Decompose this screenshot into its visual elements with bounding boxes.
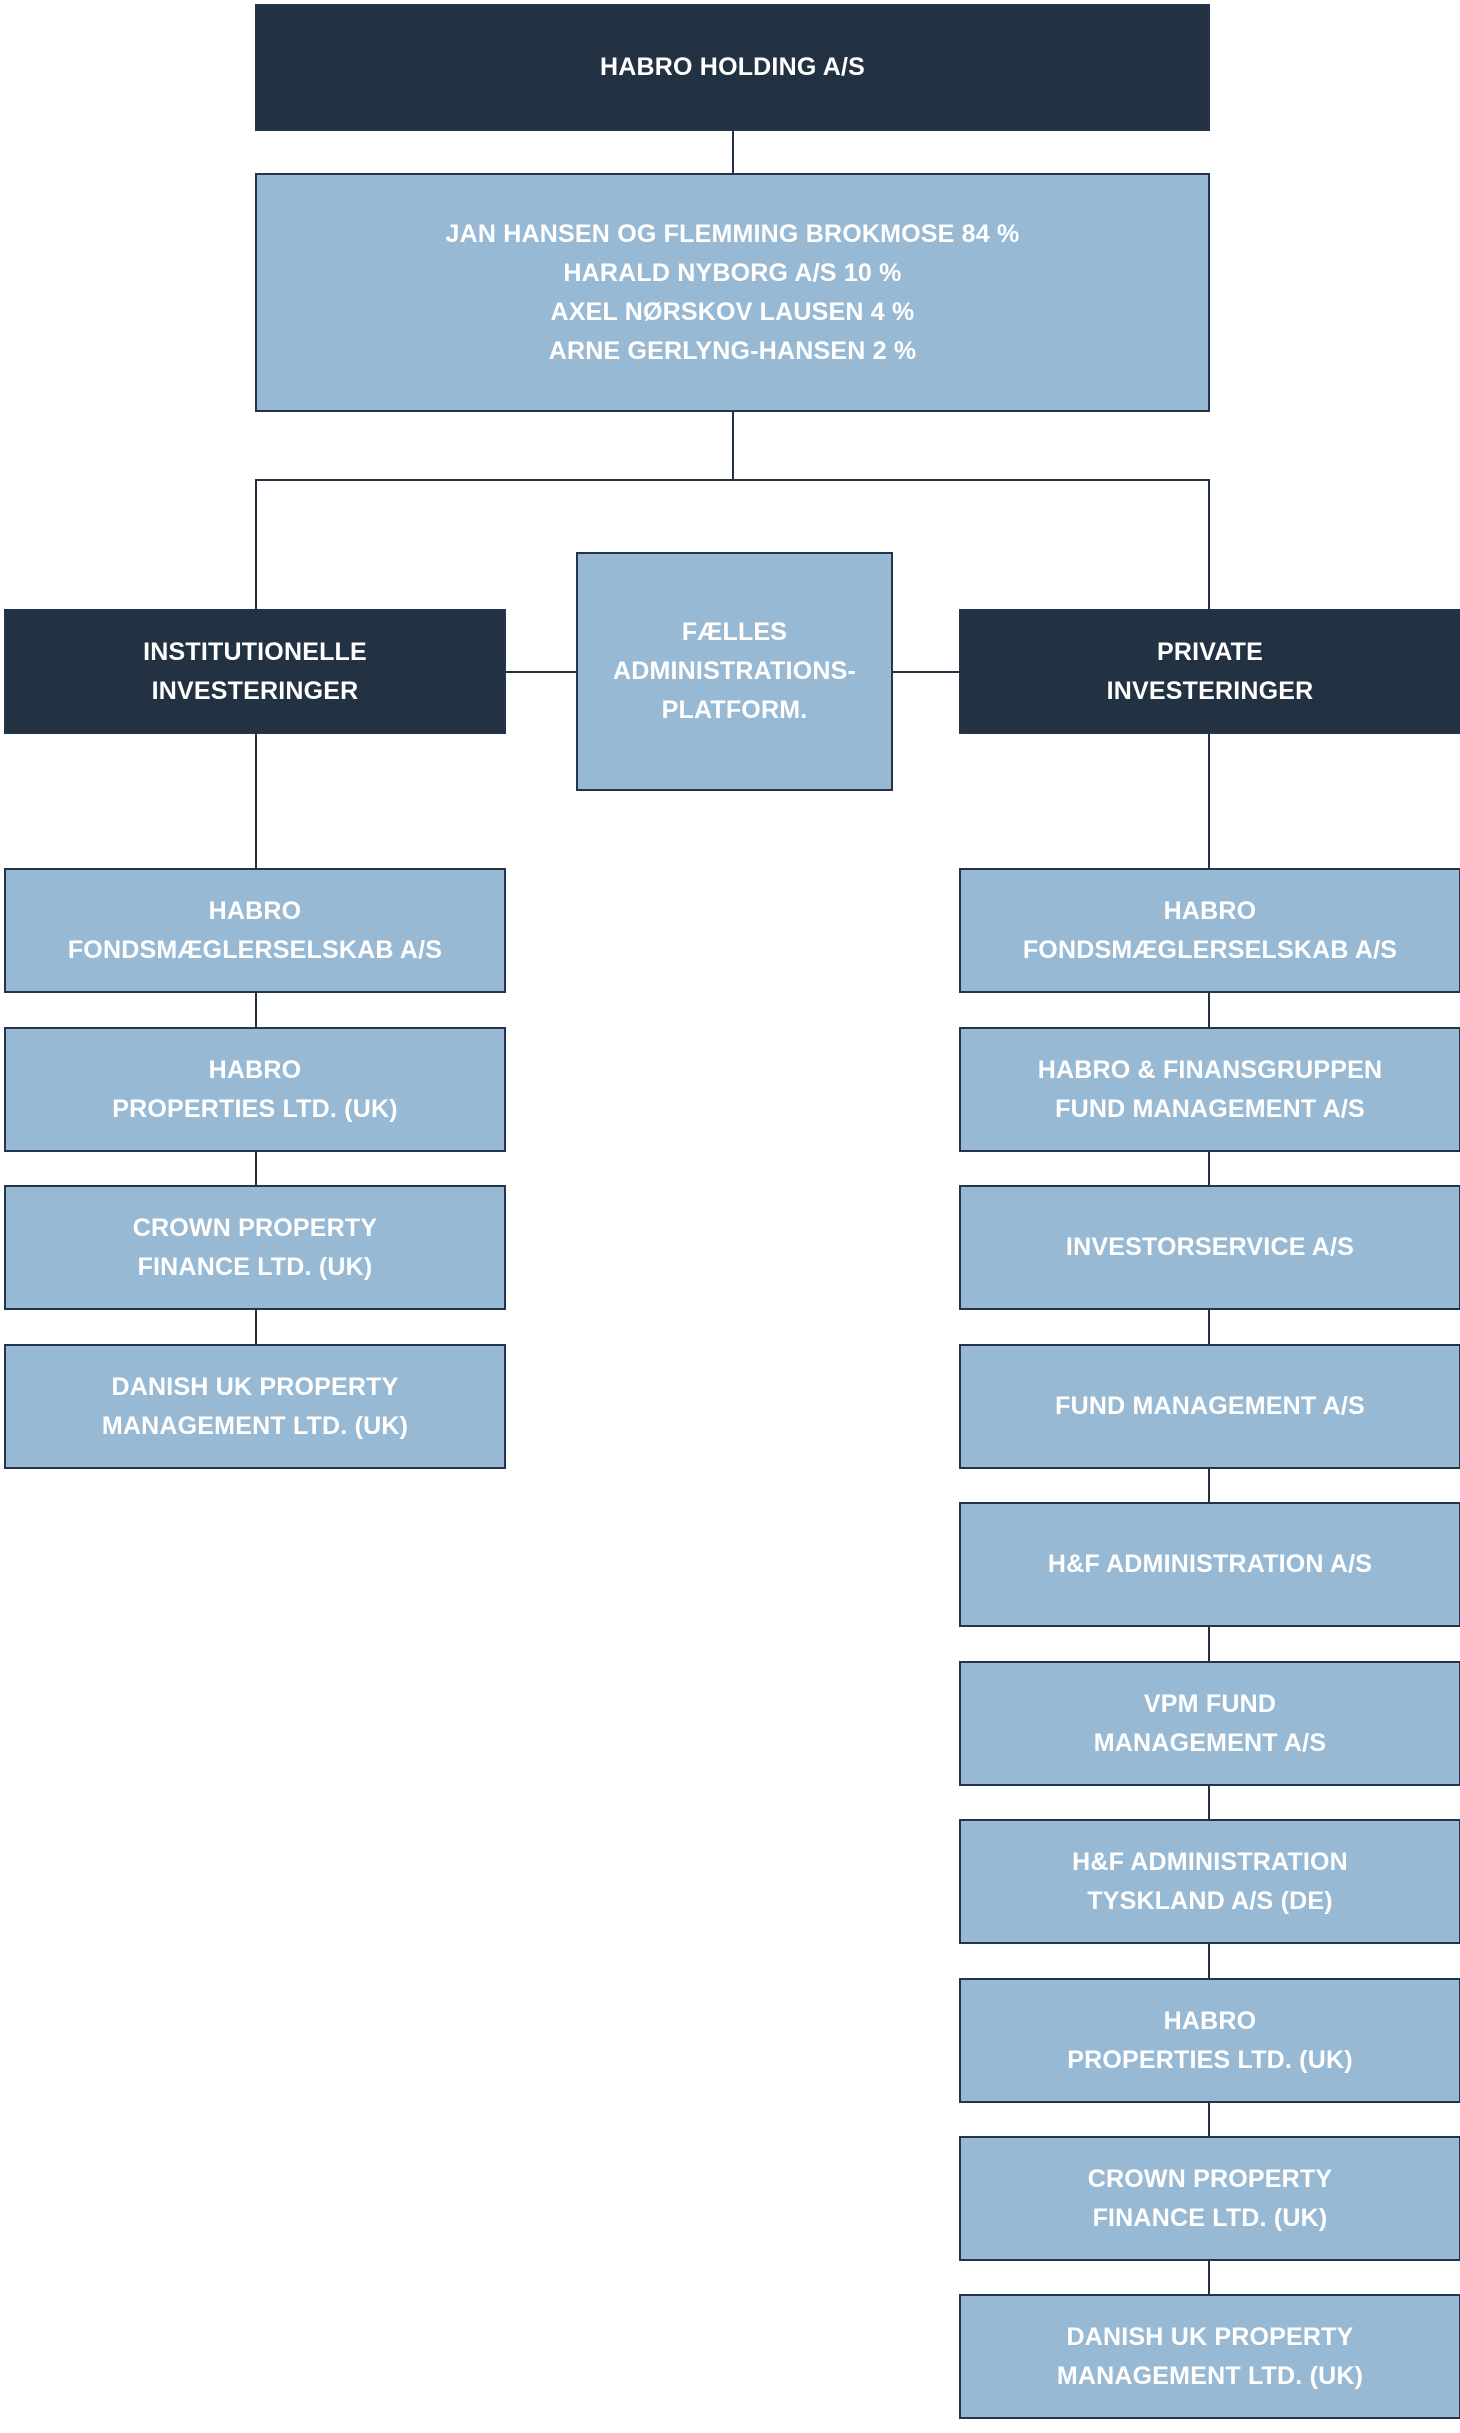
company-label-line: H&F ADMINISTRATION A/S bbox=[1047, 1550, 1373, 1578]
owner-line: AXEL NØRSKOV LAUSEN 4 % bbox=[550, 297, 915, 326]
private-company-box: DANISH UK PROPERTY MANAGEMENT LTD. (UK) bbox=[959, 2294, 1460, 2419]
company-label-line: DANISH UK PROPERTY bbox=[111, 1372, 399, 1401]
connector-institutional-to-platform bbox=[506, 671, 576, 673]
company-label-line: TYSKLAND A/S (DE) bbox=[1087, 1886, 1333, 1915]
company-label-line: HABRO bbox=[1163, 2006, 1257, 2035]
company-label-line: INVESTORSERVICE A/S bbox=[1065, 1233, 1355, 1261]
company-label-line: FUND MANAGEMENT A/S bbox=[1055, 1094, 1365, 1123]
company-label-line: MANAGEMENT A/S bbox=[1093, 1728, 1327, 1757]
company-label-line: DANISH UK PROPERTY bbox=[1066, 2322, 1354, 2351]
connector-branch-to-private bbox=[1208, 479, 1210, 609]
company-label-line: PROPERTIES LTD. (UK) bbox=[112, 1094, 398, 1123]
private-company-box: H&F ADMINISTRATION A/S bbox=[959, 1502, 1460, 1627]
company-label-line: HABRO bbox=[1163, 896, 1257, 925]
shared-platform-label-line: ADMINISTRATIONS- bbox=[613, 657, 856, 685]
private-company-box: HABRO FONDSMÆGLERSELSKAB A/S bbox=[959, 868, 1460, 993]
institutional-label-line: INVESTERINGER bbox=[151, 676, 359, 705]
institutional-investments-box: INSTITUTIONELLE INVESTERINGER bbox=[4, 609, 506, 734]
owner-line: JAN HANSEN OG FLEMMING BROKMOSE 84 % bbox=[445, 219, 1020, 248]
private-company-box: INVESTORSERVICE A/S bbox=[959, 1185, 1460, 1310]
connector-branch-to-institutional bbox=[255, 479, 257, 609]
company-label-line: FONDSMÆGLERSELSKAB A/S bbox=[1022, 935, 1398, 964]
company-label-line: CROWN PROPERTY bbox=[132, 1213, 378, 1242]
connector-branch-horizontal bbox=[255, 479, 1210, 481]
owner-line: ARNE GERLYNG-HANSEN 2 % bbox=[548, 336, 917, 365]
connector-top-to-owners bbox=[732, 131, 734, 173]
company-label-line: MANAGEMENT LTD. (UK) bbox=[101, 1411, 409, 1440]
institutional-company-box: HABRO PROPERTIES LTD. (UK) bbox=[4, 1027, 506, 1152]
company-label-line: MANAGEMENT LTD. (UK) bbox=[1056, 2361, 1364, 2390]
holding-company-box: HABRO HOLDING A/S bbox=[255, 4, 1210, 131]
shared-platform-label-line: FÆLLES bbox=[681, 618, 788, 646]
company-label-line: HABRO & FINANSGRUPPEN bbox=[1037, 1055, 1383, 1084]
shared-platform-label-line: PLATFORM. bbox=[661, 696, 808, 724]
private-company-box: VPM FUND MANAGEMENT A/S bbox=[959, 1661, 1460, 1786]
connector-owners-to-branch bbox=[732, 412, 734, 480]
private-company-box: CROWN PROPERTY FINANCE LTD. (UK) bbox=[959, 2136, 1460, 2261]
institutional-company-box: DANISH UK PROPERTY MANAGEMENT LTD. (UK) bbox=[4, 1344, 506, 1469]
connector-platform-to-private bbox=[893, 671, 959, 673]
company-label-line: HABRO bbox=[208, 1055, 302, 1084]
private-company-box: H&F ADMINISTRATION TYSKLAND A/S (DE) bbox=[959, 1819, 1460, 1944]
company-label-line: FUND MANAGEMENT A/S bbox=[1055, 1392, 1365, 1420]
private-label-line: INVESTERINGER bbox=[1106, 676, 1314, 705]
private-company-box: HABRO PROPERTIES LTD. (UK) bbox=[959, 1978, 1460, 2103]
company-label-line: H&F ADMINISTRATION bbox=[1072, 1847, 1348, 1876]
owner-line: HARALD NYBORG A/S 10 % bbox=[563, 258, 902, 287]
company-label-line: HABRO bbox=[208, 896, 302, 925]
private-company-box: HABRO & FINANSGRUPPEN FUND MANAGEMENT A/… bbox=[959, 1027, 1460, 1152]
owners-box: JAN HANSEN OG FLEMMING BROKMOSE 84 % HAR… bbox=[255, 173, 1210, 412]
institutional-company-box: CROWN PROPERTY FINANCE LTD. (UK) bbox=[4, 1185, 506, 1310]
company-label-line: VPM FUND bbox=[1143, 1689, 1277, 1718]
private-company-box: FUND MANAGEMENT A/S bbox=[959, 1344, 1460, 1469]
holding-company-title: HABRO HOLDING A/S bbox=[600, 53, 865, 81]
company-label-line: PROPERTIES LTD. (UK) bbox=[1067, 2045, 1353, 2074]
company-label-line: FONDSMÆGLERSELSKAB A/S bbox=[67, 935, 443, 964]
institutional-company-box: HABRO FONDSMÆGLERSELSKAB A/S bbox=[4, 868, 506, 993]
company-label-line: CROWN PROPERTY bbox=[1087, 2164, 1333, 2193]
company-label-line: FINANCE LTD. (UK) bbox=[1092, 2203, 1328, 2232]
private-label-line: PRIVATE bbox=[1156, 637, 1264, 666]
private-investments-box: PRIVATE INVESTERINGER bbox=[959, 609, 1460, 734]
institutional-label-line: INSTITUTIONELLE bbox=[143, 637, 367, 666]
shared-platform-box: FÆLLES ADMINISTRATIONS- PLATFORM. bbox=[576, 552, 893, 791]
company-label-line: FINANCE LTD. (UK) bbox=[137, 1252, 373, 1281]
